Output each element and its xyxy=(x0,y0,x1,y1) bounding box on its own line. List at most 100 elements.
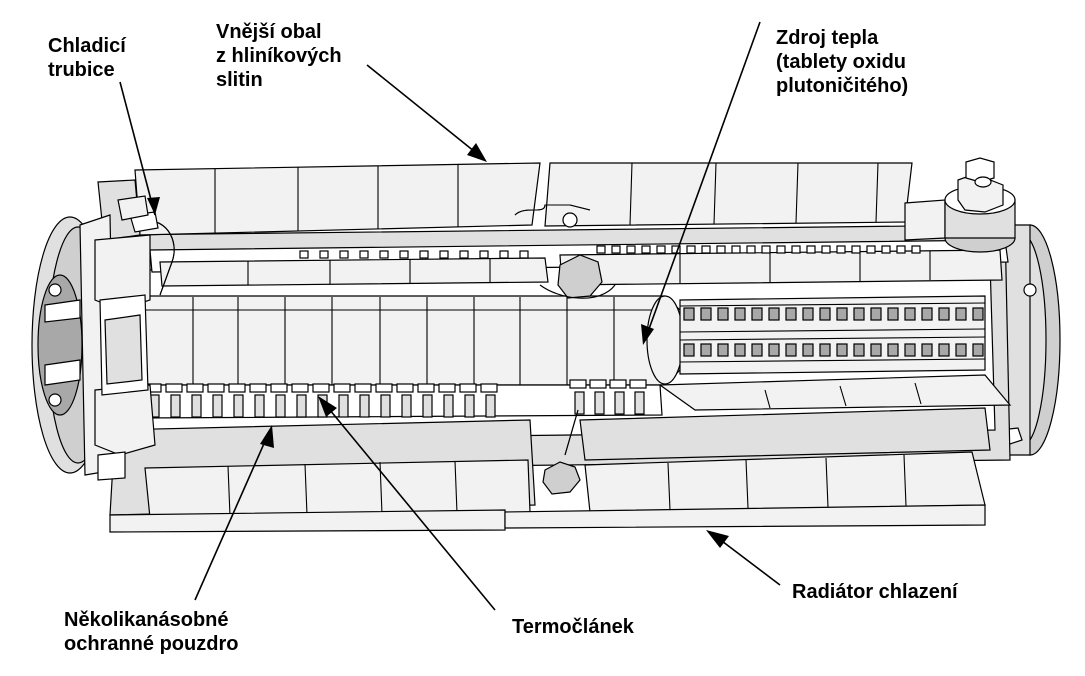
comb-top xyxy=(312,383,330,393)
label-outer-shell-line1: Vnější obal xyxy=(216,21,322,43)
label-radiator: Radiátor chlazení xyxy=(792,580,958,604)
upper-square xyxy=(596,245,606,254)
comb-top xyxy=(589,379,607,389)
interior-square xyxy=(802,343,814,357)
interior-square xyxy=(938,343,950,357)
comb-top xyxy=(291,383,309,393)
upper-square xyxy=(701,245,711,254)
comb-top xyxy=(417,383,435,393)
upper-square xyxy=(866,245,876,254)
interior-square xyxy=(887,343,899,357)
comb-top xyxy=(354,383,372,393)
comb-tooth xyxy=(359,394,370,418)
upper-square xyxy=(519,250,529,259)
interior-square xyxy=(853,343,865,357)
upper-square xyxy=(379,250,389,259)
bottom-radiator-fins-left xyxy=(109,419,536,533)
interior-square xyxy=(734,343,746,357)
interior-square xyxy=(887,307,899,321)
interior-square xyxy=(904,343,916,357)
top-radiator-fins-left xyxy=(97,162,541,241)
bottom-radiator-fins-right xyxy=(504,374,1012,529)
upper-square xyxy=(746,245,756,254)
upper-square xyxy=(911,245,921,254)
upper-square xyxy=(821,245,831,254)
interior-square xyxy=(700,307,712,321)
interior-square xyxy=(938,307,950,321)
upper-square xyxy=(299,250,309,259)
upper-square xyxy=(776,245,786,254)
comb-tooth xyxy=(443,394,454,418)
label-outer-shell: Vnější obal z hliníkových slitin xyxy=(216,20,342,92)
upper-square xyxy=(439,250,449,259)
label-cooling-tubes-line1: Chladicí xyxy=(48,35,126,57)
comb-tooth xyxy=(574,391,585,415)
comb-top xyxy=(375,383,393,393)
arrowhead-cooling-tubes xyxy=(147,197,160,215)
bolts xyxy=(539,254,616,495)
comb-top xyxy=(270,383,288,393)
interior-square xyxy=(904,307,916,321)
interior-square xyxy=(870,307,882,321)
upper-square xyxy=(806,245,816,254)
comb-tooth xyxy=(614,391,625,415)
upper-square xyxy=(399,250,409,259)
label-heat-source-line2: (tablety oxidu xyxy=(776,51,907,73)
comb-top xyxy=(569,379,587,389)
interior-square xyxy=(853,307,865,321)
comb-tooth xyxy=(296,394,307,418)
interior-square xyxy=(700,343,712,357)
label-shells-line2: ochranné pouzdro xyxy=(64,633,239,655)
interior-square xyxy=(802,307,814,321)
interior-square xyxy=(819,307,831,321)
comb-top xyxy=(438,383,456,393)
arrowhead-radiator xyxy=(706,530,729,548)
comb-tooth xyxy=(338,394,349,418)
upper-square xyxy=(686,245,696,254)
interior-square xyxy=(921,343,933,357)
upper-square xyxy=(319,250,329,259)
upper-small-squares xyxy=(299,245,921,259)
pointer-outer-shell xyxy=(366,64,486,161)
left-end-cap xyxy=(31,195,159,481)
upper-square xyxy=(459,250,469,259)
comb-tooth xyxy=(275,394,286,418)
comb-top xyxy=(186,383,204,393)
comb-top xyxy=(207,383,225,393)
interior-square xyxy=(785,307,797,321)
interior-square xyxy=(972,307,984,321)
arrowhead-heat-source xyxy=(641,324,654,345)
comb-tooth xyxy=(254,394,265,418)
label-outer-shell-line3: slitin xyxy=(216,69,263,91)
interior-square xyxy=(972,343,984,357)
interior-square xyxy=(768,307,780,321)
pointer-heat-source xyxy=(644,21,761,341)
comb-tooth xyxy=(634,391,645,415)
right-interior-squares xyxy=(683,307,984,357)
interior-square xyxy=(734,307,746,321)
pointer-cooling-tubes xyxy=(119,81,156,216)
upper-square xyxy=(626,245,636,254)
upper-square xyxy=(656,245,666,254)
comb-tooth xyxy=(594,391,605,415)
interior-square xyxy=(751,343,763,357)
upper-square xyxy=(611,245,621,254)
upper-square xyxy=(716,245,726,254)
comb-tooth xyxy=(212,394,223,418)
interior-square xyxy=(836,343,848,357)
label-heat-source-line1: Zdroj tepla xyxy=(776,27,879,49)
interior-square xyxy=(717,343,729,357)
label-heat-source-line3: plutoničitého) xyxy=(776,75,909,97)
arrowhead-shells xyxy=(260,425,274,448)
upper-square xyxy=(419,250,429,259)
comb-tooth xyxy=(380,394,391,418)
label-cooling-tubes-line2: trubice xyxy=(48,59,115,81)
thermocouple-teeth xyxy=(144,379,647,418)
comb-top xyxy=(629,379,647,389)
comb-top xyxy=(249,383,267,393)
comb-tooth xyxy=(170,394,181,418)
interior-square xyxy=(955,343,967,357)
interior-square xyxy=(768,343,780,357)
comb-top xyxy=(228,383,246,393)
